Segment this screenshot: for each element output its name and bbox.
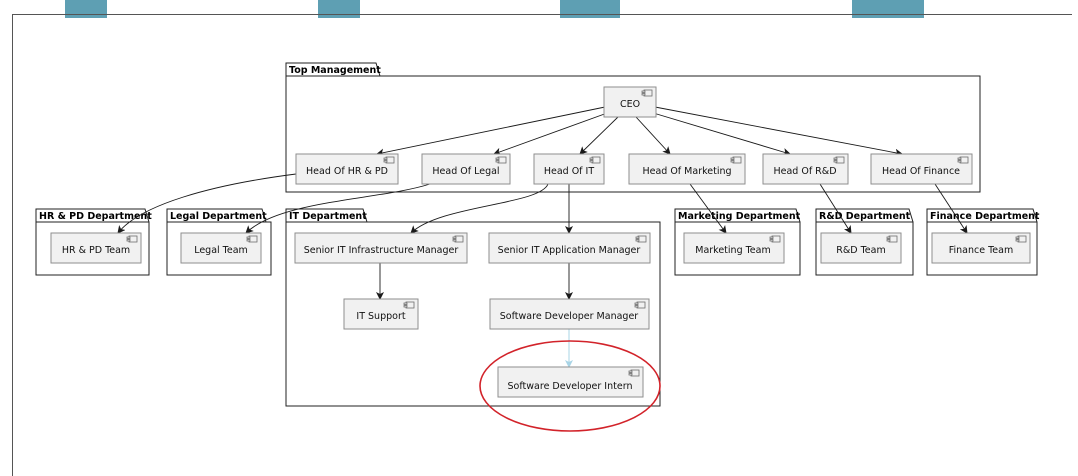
package-title: IT Department xyxy=(289,211,367,222)
edge-head-it-senior-infra xyxy=(410,183,549,234)
component-label: Head Of HR & PD xyxy=(306,166,388,177)
edge-ceo-head-finance xyxy=(654,106,903,157)
package-title: R&D Department xyxy=(819,211,911,222)
edge-head-finance-finance-team xyxy=(934,183,968,234)
component-finance-team[interactable]: Finance Team xyxy=(931,232,1031,264)
component-icon xyxy=(403,301,415,309)
component-label: Head Of Marketing xyxy=(642,166,731,177)
component-icon xyxy=(641,89,653,97)
component-head-it[interactable]: Head Of IT xyxy=(533,153,605,185)
highlight-circle xyxy=(479,340,661,432)
edge-ceo-head-marketing xyxy=(635,116,671,155)
edge-head-marketing-marketing-team xyxy=(689,183,727,234)
header-stripe xyxy=(852,0,924,18)
component-label: Software Developer Intern xyxy=(508,381,633,392)
component-icon xyxy=(495,156,507,164)
component-head-legal[interactable]: Head Of Legal xyxy=(421,153,511,185)
edges xyxy=(117,106,968,368)
edge-ceo-head-it xyxy=(579,116,619,155)
component-marketing-team[interactable]: Marketing Team xyxy=(683,232,785,264)
component-icon xyxy=(833,156,845,164)
component-icon xyxy=(634,301,646,309)
component-label: Head Of Legal xyxy=(432,166,499,177)
component-icon xyxy=(452,235,464,243)
edge-head-legal-legal-team xyxy=(245,183,431,234)
component-icon xyxy=(246,235,258,243)
component-label: Head Of Finance xyxy=(882,166,960,177)
component-rnd-team[interactable]: R&D Team xyxy=(820,232,902,264)
component-label: IT Support xyxy=(356,311,405,322)
component-label: Senior IT Infrastructure Manager xyxy=(304,245,459,256)
component-label: Senior IT Application Manager xyxy=(498,245,641,256)
page-frame xyxy=(12,14,1072,476)
component-it-support[interactable]: IT Support xyxy=(343,298,419,330)
component-icon xyxy=(589,156,601,164)
package-title: Legal Department xyxy=(170,211,267,222)
component-icon xyxy=(886,235,898,243)
component-head-hr[interactable]: Head Of HR & PD xyxy=(295,153,399,185)
component-head-rnd[interactable]: Head Of R&D xyxy=(762,153,849,185)
component-icon xyxy=(383,156,395,164)
component-senior-it-application-manager[interactable]: Senior IT Application Manager xyxy=(488,232,651,264)
component-software-developer-intern[interactable]: Software Developer Intern xyxy=(497,366,644,398)
component-senior-it-infrastructure-manager[interactable]: Senior IT Infrastructure Manager xyxy=(294,232,468,264)
edge-head-rnd-rnd-team xyxy=(819,183,852,234)
component-icon xyxy=(126,235,138,243)
component-icon xyxy=(769,235,781,243)
component-label: Legal Team xyxy=(194,245,248,256)
component-label: Software Developer Manager xyxy=(500,311,639,322)
package-title: Top Management xyxy=(289,65,381,76)
header-stripe xyxy=(560,0,620,18)
edge-ceo-head-hr xyxy=(376,106,606,157)
component-icon xyxy=(628,369,640,377)
edge-ceo-head-rnd xyxy=(649,111,791,156)
component-label: HR & PD Team xyxy=(62,245,130,256)
component-label: Head Of IT xyxy=(544,166,595,177)
component-label: Marketing Team xyxy=(695,245,770,256)
component-legal-team[interactable]: Legal Team xyxy=(180,232,262,264)
component-hr-team[interactable]: HR & PD Team xyxy=(50,232,142,264)
component-icon xyxy=(957,156,969,164)
component-label: CEO xyxy=(620,99,640,110)
component-label: Finance Team xyxy=(949,245,1013,256)
component-icon xyxy=(1015,235,1027,243)
component-label: Head Of R&D xyxy=(773,166,836,177)
package-title: HR & PD Department xyxy=(39,211,152,222)
header-stripe xyxy=(318,0,360,18)
package-title: Finance Department xyxy=(930,211,1040,222)
edge-head-hr-hr-team xyxy=(117,173,297,234)
package-title: Marketing Department xyxy=(678,211,801,222)
component-icon xyxy=(635,235,647,243)
component-icon xyxy=(730,156,742,164)
component-head-marketing[interactable]: Head Of Marketing xyxy=(628,153,746,185)
edge-ceo-head-legal xyxy=(493,111,611,156)
component-software-developer-manager[interactable]: Software Developer Manager xyxy=(489,298,650,330)
component-label: R&D Team xyxy=(836,245,885,256)
header-stripe xyxy=(65,0,107,18)
component-head-finance[interactable]: Head Of Finance xyxy=(870,153,973,185)
component-ceo[interactable]: CEO xyxy=(603,86,657,118)
